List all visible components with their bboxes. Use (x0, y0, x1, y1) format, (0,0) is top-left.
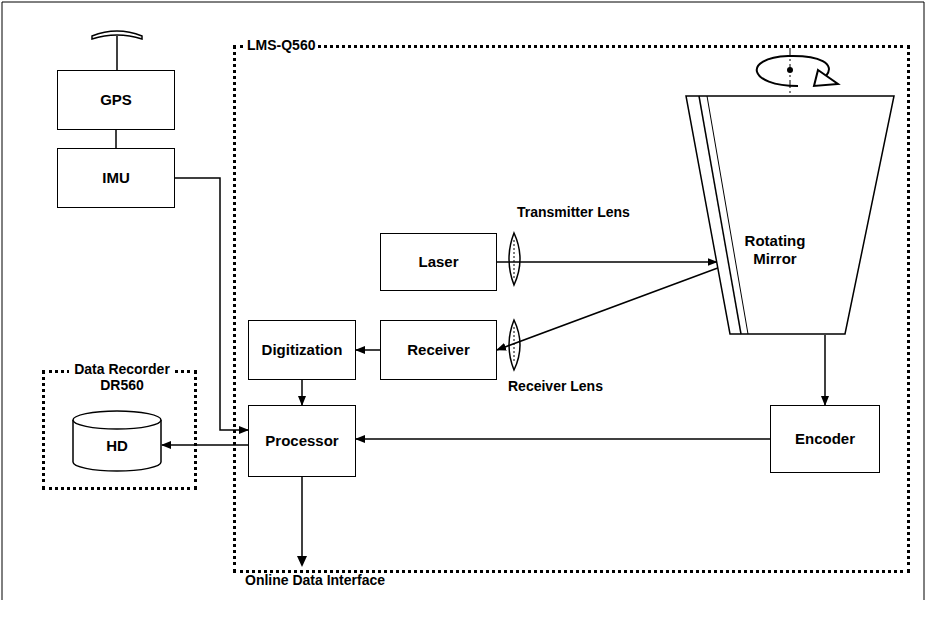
encoder-box: Encoder (770, 405, 880, 473)
connector (497, 261, 717, 263)
node-text: GPS (100, 91, 132, 109)
mirror-outline (685, 95, 895, 335)
connector (175, 178, 248, 430)
node-text: IMU (102, 169, 130, 187)
connector (497, 268, 718, 350)
node-text: Rotating Mirror (735, 232, 815, 268)
imu-box: IMU (57, 148, 175, 208)
gps-box: GPS (57, 70, 175, 130)
lens-label: Receiver Lens (508, 378, 603, 394)
rotating-mirror: Rotating Mirror (685, 95, 895, 335)
data-recorder-housing: Data Recorder DR560HD (42, 370, 197, 490)
node-text: Receiver (407, 341, 470, 359)
hard-disk: HD (72, 410, 162, 472)
connector (824, 335, 826, 405)
node-text: Data Recorder DR560 (69, 361, 175, 393)
online-output-arrow (297, 477, 307, 567)
node-text: Laser (418, 253, 458, 271)
outer-frame (2, 2, 924, 600)
processor-box: Processor (248, 405, 356, 477)
gps-antenna (92, 31, 142, 70)
node-text: Digitization (262, 341, 343, 359)
node-text: LMS-Q560 (244, 37, 318, 53)
receiver-box: Receiver (380, 320, 497, 380)
node-text: Encoder (795, 430, 855, 448)
connector (356, 438, 770, 440)
scanner-housing: LMS-Q560LaserRotating MirrorDigitization… (233, 45, 910, 573)
laser-box: Laser (380, 233, 497, 291)
rotation-axis (757, 48, 838, 95)
node-text: HD (106, 437, 128, 455)
node-text: Processor (265, 432, 338, 450)
connector (356, 349, 380, 351)
connector (301, 380, 303, 405)
interface-label: Online Data Interface (245, 572, 385, 588)
connector (115, 130, 117, 148)
lens-label: Transmitter Lens (517, 204, 630, 220)
transmitter-lens (509, 233, 520, 285)
digitization-box: Digitization (248, 320, 356, 380)
